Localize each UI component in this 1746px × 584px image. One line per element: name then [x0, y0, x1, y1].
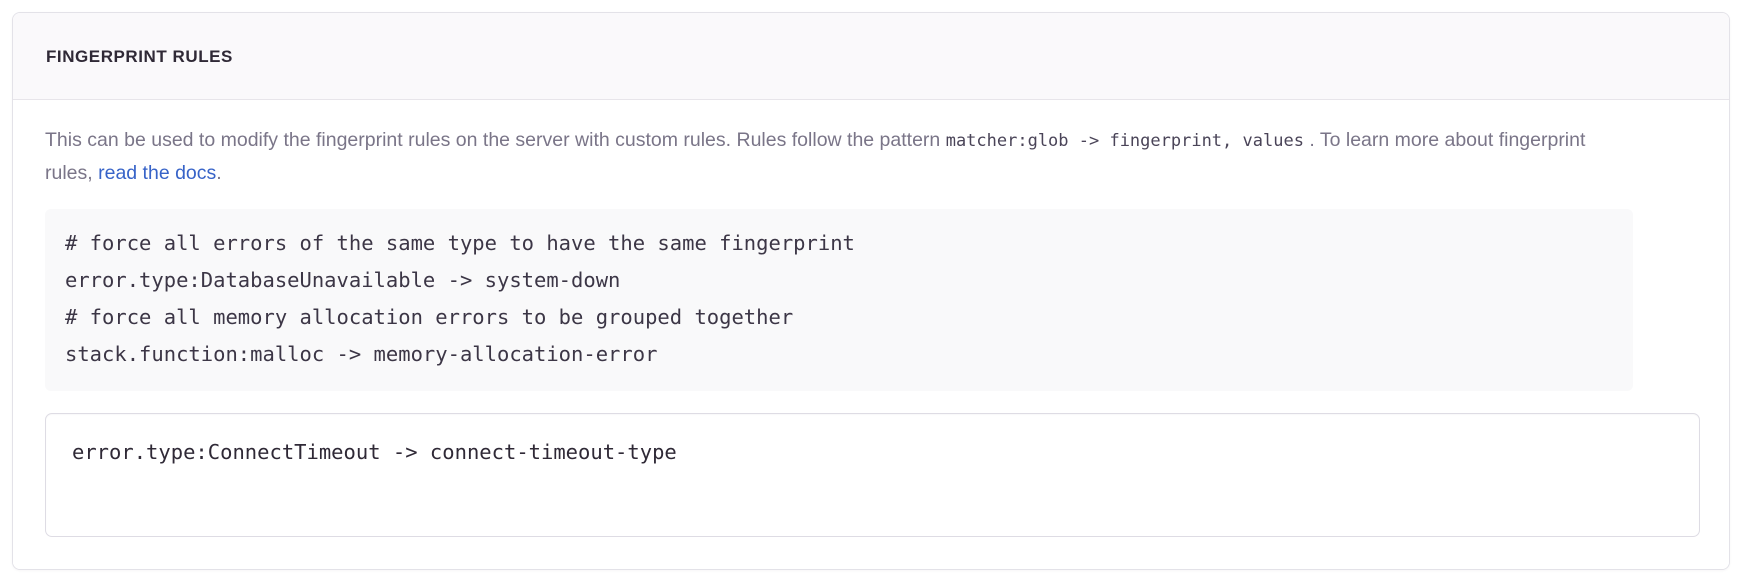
card-body: This can be used to modify the fingerpri… — [13, 100, 1729, 569]
card-header: FINGERPRINT RULES — [13, 13, 1729, 100]
inline-code-pattern: matcher:glob -> fingerprint, values — [945, 131, 1304, 151]
description-text: This can be used to modify the fingerpri… — [45, 124, 1605, 189]
fingerprint-rules-input[interactable] — [45, 413, 1700, 537]
description-part-3: . — [216, 162, 222, 184]
example-rules-code-block: # force all errors of the same type to h… — [45, 209, 1633, 391]
page-title: FINGERPRINT RULES — [46, 46, 233, 66]
description-part-2: . To learn more about fingerprint rules, — [45, 129, 1586, 184]
fingerprint-rules-card: FINGERPRINT RULES This can be used to mo… — [12, 12, 1730, 570]
description-part-1: This can be used to modify the fingerpri… — [45, 129, 941, 151]
read-the-docs-link[interactable]: read the docs — [98, 162, 217, 184]
